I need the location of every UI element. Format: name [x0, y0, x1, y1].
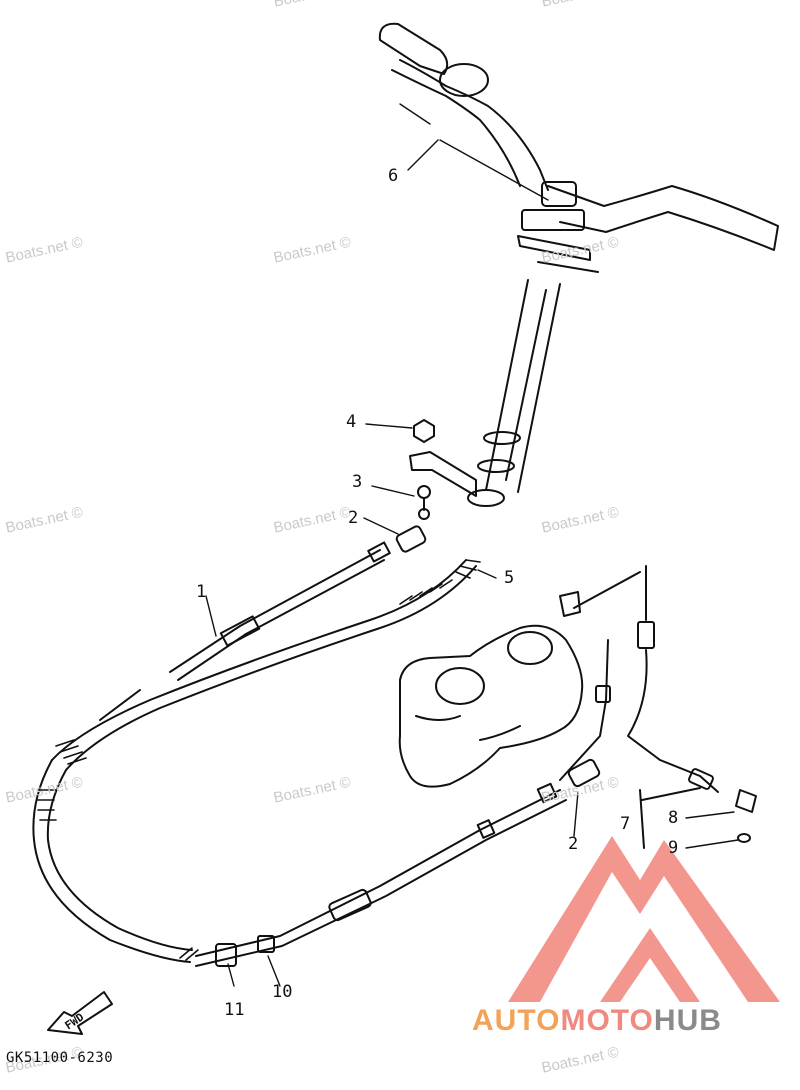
fwd-arrow — [47, 991, 113, 1035]
callout-4: 4 — [346, 412, 357, 432]
callout-7: 7 — [620, 814, 631, 834]
steering-column — [409, 279, 561, 507]
callout-8: 8 — [668, 808, 679, 828]
brand-wordmark: AUTOMOTOHUB — [472, 1004, 722, 1038]
carburetor-assembly — [398, 565, 719, 793]
callout-6: 6 — [388, 166, 399, 186]
callout-9: 9 — [668, 838, 679, 858]
brand-logo — [508, 836, 780, 1002]
brand-part-moto: MOTO — [560, 1004, 654, 1037]
choke-cable — [195, 639, 611, 967]
throttle-cable — [32, 541, 477, 963]
callout-3: 3 — [352, 472, 363, 492]
handlebar — [378, 22, 779, 273]
brand-part-hub: HUB — [653, 1004, 722, 1037]
callout-5: 5 — [504, 568, 515, 588]
small-parts — [395, 419, 757, 849]
callout-1: 1 — [196, 582, 207, 602]
callout-2-top: 2 — [348, 508, 359, 528]
brand-part-auto: AUTO — [472, 1004, 561, 1037]
cable-spiral — [37, 559, 481, 961]
callout-2-bottom: 2 — [568, 834, 579, 854]
callout-11: 11 — [224, 1000, 245, 1020]
callout-10: 10 — [272, 982, 293, 1002]
diagram-code: GK51100-6230 — [6, 1050, 114, 1066]
leader-lines — [205, 103, 739, 987]
